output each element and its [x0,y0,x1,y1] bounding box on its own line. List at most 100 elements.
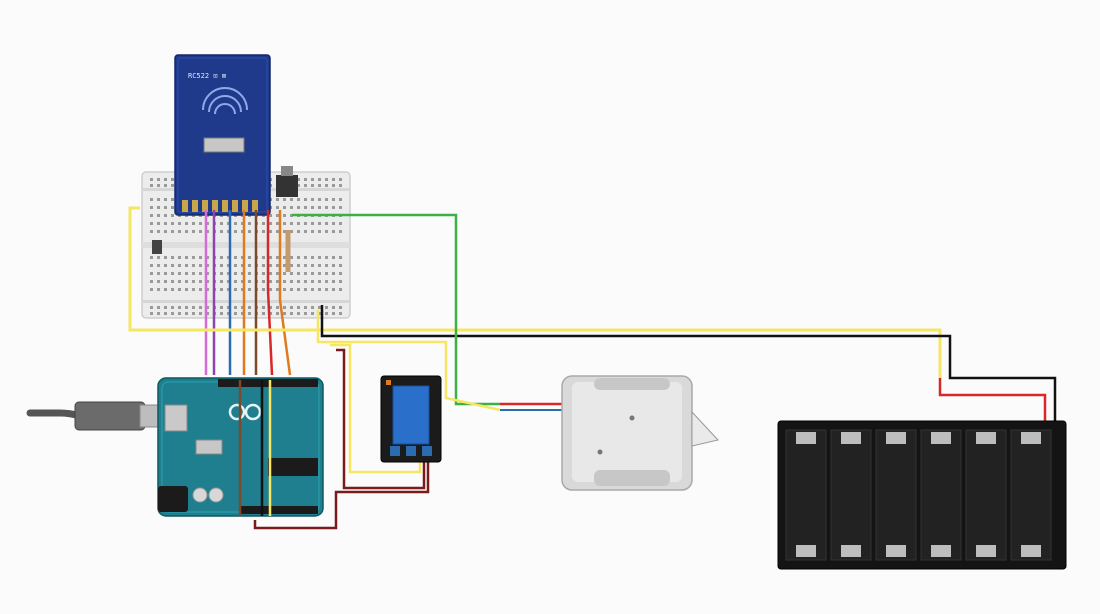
breadboard-hole [262,288,265,291]
breadboard-hole [178,230,181,233]
breadboard-hole [276,306,279,309]
breadboard-hole [325,230,328,233]
rfid-chip [203,137,245,153]
breadboard-hole [276,214,279,217]
breadboard-hole [241,230,244,233]
breadboard-hole [185,222,188,225]
breadboard-hole [241,312,244,315]
breadboard-hole [325,198,328,201]
breadboard-hole [297,178,300,181]
breadboard-hole [185,264,188,267]
breadboard-hole [248,256,251,259]
breadboard-hole [164,256,167,259]
breadboard-hole [220,312,223,315]
breadboard-hole [185,312,188,315]
breadboard-hole [227,288,230,291]
breadboard-hole [150,288,153,291]
breadboard-hole [150,312,153,315]
breadboard-hole [157,198,160,201]
breadboard-hole [150,256,153,259]
breadboard-hole [171,272,174,275]
rfid-label: RC522 ⊡ ⊠ [188,72,226,80]
breadboard-hole [332,230,335,233]
breadboard-hole [178,264,181,267]
breadboard-hole [164,206,167,209]
breadboard-hole [220,306,223,309]
breadboard-hole [234,306,237,309]
battery-contact [841,432,861,444]
breadboard-hole [220,256,223,259]
breadboard-hole [185,280,188,283]
crystal [195,439,223,455]
breadboard-hole [171,222,174,225]
breadboard-hole [311,198,314,201]
breadboard-hole [248,264,251,267]
capacitor [192,487,208,503]
breadboard-hole [276,206,279,209]
battery-slot [920,429,962,561]
breadboard-hole [304,312,307,315]
wire-yellow-signal [316,310,501,412]
breadboard-hole [199,272,202,275]
breadboard-hole [332,288,335,291]
breadboard-hole [199,256,202,259]
usb-cable [26,401,166,431]
breadboard-hole [339,206,342,209]
breadboard-component [276,175,298,197]
breadboard-hole [185,306,188,309]
breadboard-hole [297,306,300,309]
breadboard-hole [234,256,237,259]
breadboard-hole [171,230,174,233]
breadboard-hole [220,280,223,283]
breadboard-hole [157,288,160,291]
solenoid-lock [561,375,719,491]
breadboard-hole [199,264,202,267]
breadboard-hole [178,288,181,291]
breadboard-hole [199,288,202,291]
breadboard-hole [276,230,279,233]
breadboard-hole [297,280,300,283]
breadboard-hole [164,288,167,291]
breadboard-hole [318,184,321,187]
breadboard-hole [276,264,279,267]
breadboard-hole [227,256,230,259]
breadboard-hole [283,264,286,267]
battery-contact [796,545,816,557]
breadboard-hole [199,280,202,283]
breadboard-hole [339,256,342,259]
breadboard-hole [332,206,335,209]
capacitor-2 [208,487,224,503]
breadboard-hole [311,178,314,181]
breadboard-hole [332,222,335,225]
rfid-reader: RC522 ⊡ ⊠ [174,54,271,216]
breadboard-hole [318,280,321,283]
breadboard-hole [332,312,335,315]
breadboard-hole [192,264,195,267]
breadboard-hole [234,222,237,225]
breadboard-hole [241,264,244,267]
breadboard-hole [311,230,314,233]
wire-black-ground [320,305,1057,422]
breadboard-hole [248,280,251,283]
breadboard-hole [318,312,321,315]
battery-holder [777,420,1067,570]
breadboard-hole [157,184,160,187]
breadboard-hole [206,280,209,283]
breadboard-hole [241,272,244,275]
breadboard-hole [248,312,251,315]
breadboard-hole [311,222,314,225]
breadboard-hole [164,264,167,267]
breadboard-hole [304,272,307,275]
breadboard-hole [318,178,321,181]
breadboard-hole [290,312,293,315]
breadboard-hole [297,206,300,209]
breadboard-hole [325,256,328,259]
breadboard-hole [311,280,314,283]
battery-slot [875,429,917,561]
breadboard-hole [269,222,272,225]
breadboard-hole [192,280,195,283]
breadboard-hole [339,280,342,283]
breadboard-hole [262,306,265,309]
breadboard-hole [234,288,237,291]
